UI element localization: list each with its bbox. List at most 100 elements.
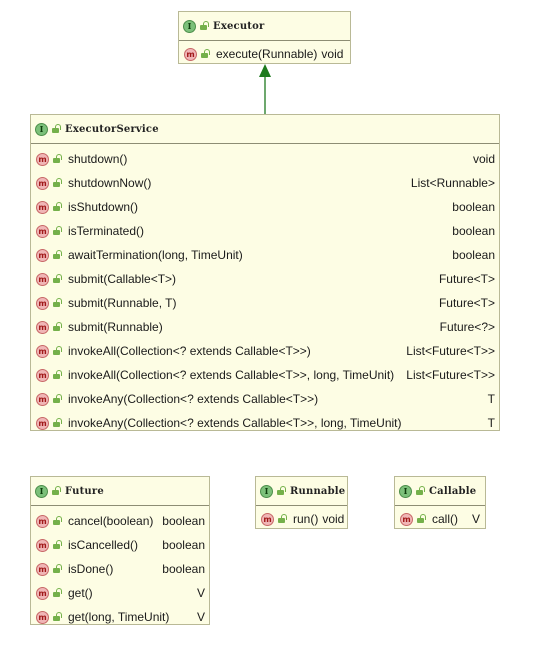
public-lock-icon [53, 298, 62, 308]
runnable-interface-box[interactable]: I Runnable m run()void [255, 476, 348, 529]
method-return-type: T [487, 416, 495, 430]
method-row[interactable]: m invokeAll(Collection<? extends Callable… [31, 363, 499, 387]
method-signature: invokeAll(Collection<? extends Callable<… [68, 368, 395, 382]
public-lock-icon [52, 124, 61, 134]
method-return-type: List<Future<T>> [406, 344, 495, 358]
method-icon: m [36, 538, 49, 552]
interface-icon: I [35, 122, 48, 136]
public-lock-icon [417, 514, 426, 524]
public-lock-icon [53, 346, 62, 356]
method-icon: m [36, 514, 49, 528]
future-methods: m cancel(boolean) boolean m isCancelled() boo… [31, 506, 209, 629]
future-title: Future [65, 485, 104, 497]
method-signature: submit(Runnable) [68, 320, 163, 334]
method-icon: m [261, 512, 274, 526]
public-lock-icon [53, 564, 62, 574]
interface-icon: I [35, 484, 48, 498]
public-lock-icon [278, 514, 287, 524]
public-lock-icon [201, 49, 210, 59]
public-lock-icon [53, 370, 62, 380]
callable-title: Callable [429, 485, 477, 497]
method-row[interactable]: m shutdown() void [31, 147, 499, 171]
callable-header: I Callable [395, 477, 485, 506]
runnable-title: Runnable [290, 485, 346, 497]
executor-title: Executor [213, 20, 265, 32]
method-row[interactable]: m invokeAny(Collection<? extends Callable… [31, 411, 499, 435]
future-interface-box[interactable]: I Future m cancel(boolean) boolean m isCance… [30, 476, 210, 625]
public-lock-icon [53, 588, 62, 598]
method-signature: execute(Runnable) [216, 47, 318, 61]
method-return-type: void [472, 152, 495, 166]
public-lock-icon [53, 394, 62, 404]
method-icon: m [36, 248, 49, 262]
executor-service-title: ExecutorService [65, 123, 159, 135]
executor-service-header: I ExecutorService [31, 115, 499, 144]
method-signature: submit(Callable<T>) [68, 272, 177, 286]
method-icon: m [36, 296, 49, 310]
public-lock-icon [52, 486, 61, 496]
public-lock-icon [53, 322, 62, 332]
public-lock-icon [53, 250, 62, 260]
method-signature: shutdown() [68, 152, 128, 166]
method-row[interactable]: m invokeAll(Collection<? extends Callable… [31, 339, 499, 363]
inheritance-arrowhead [259, 64, 271, 77]
executor-header: I Executor [179, 12, 350, 41]
method-return-type: boolean [452, 248, 495, 262]
method-return-type: void [322, 512, 345, 526]
method-icon: m [36, 344, 49, 358]
method-signature: isDone() [68, 562, 114, 576]
method-signature: isCancelled() [68, 538, 139, 552]
method-icon: m [36, 224, 49, 238]
public-lock-icon [53, 418, 62, 428]
method-signature: invokeAny(Collection<? extends Callable<… [68, 392, 319, 406]
method-return-type: List<Runnable> [410, 176, 495, 190]
method-return-type: boolean [452, 224, 495, 238]
method-row[interactable]: m awaitTermination(long, TimeUnit) boolean [31, 243, 499, 267]
method-icon: m [36, 416, 49, 430]
method-return-type: List<Future<T>> [406, 368, 495, 382]
method-signature: get(long, TimeUnit) [68, 610, 170, 624]
future-header: I Future [31, 477, 209, 506]
public-lock-icon [277, 486, 286, 496]
interface-icon: I [260, 484, 273, 498]
method-return-type: V [196, 586, 205, 600]
method-return-type: boolean [162, 514, 205, 528]
public-lock-icon [53, 178, 62, 188]
public-lock-icon [53, 612, 62, 622]
method-row[interactable]: m cancel(boolean) boolean [31, 509, 209, 533]
method-return-type: void [321, 47, 344, 61]
method-icon: m [36, 272, 49, 286]
method-signature: invokeAll(Collection<? extends Callable<… [68, 344, 311, 358]
method-return-type: boolean [162, 562, 205, 576]
method-signature: run() [293, 512, 319, 526]
method-icon: m [36, 152, 49, 166]
method-signature: invokeAny(Collection<? extends Callable<… [68, 416, 402, 430]
runnable-methods: m run()void [256, 506, 347, 531]
method-icon: m [36, 368, 49, 382]
public-lock-icon [53, 154, 62, 164]
method-row[interactable]: m run()void [256, 507, 347, 531]
method-signature: cancel(boolean) [68, 514, 154, 528]
method-return-type: boolean [452, 200, 495, 214]
public-lock-icon [416, 486, 425, 496]
method-signature: awaitTermination(long, TimeUnit) [68, 248, 243, 262]
